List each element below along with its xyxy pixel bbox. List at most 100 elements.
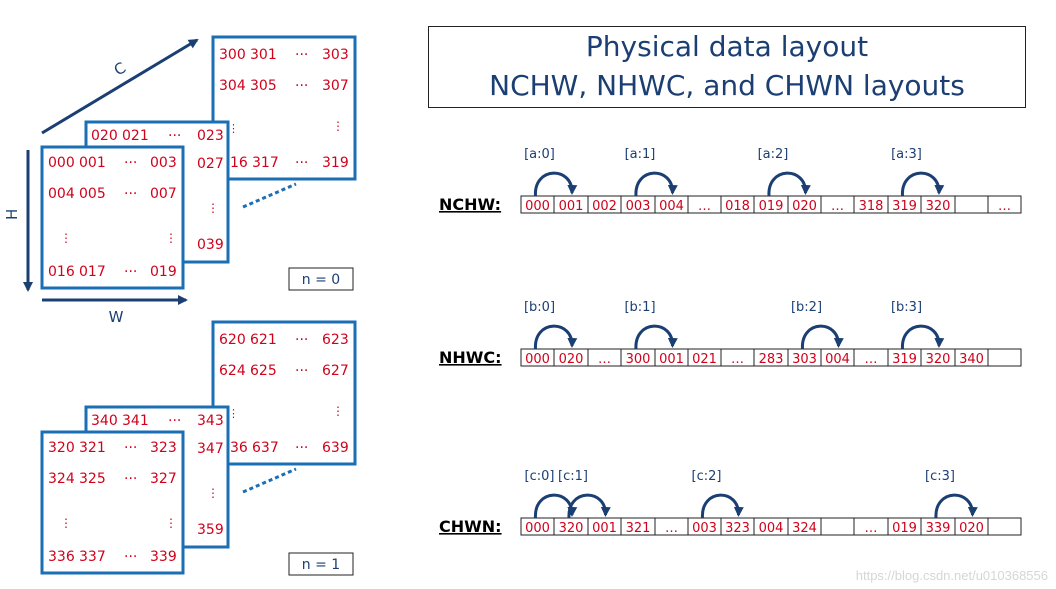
memory-cell (954, 195, 989, 214)
back-cell: 623 (322, 332, 349, 348)
memory-cell-value: 303 (792, 352, 817, 367)
jump-label: [c:3] (925, 469, 955, 484)
back-cell: 620 (219, 332, 246, 348)
front-vdots: ⋮ (165, 516, 177, 530)
front-cell: ··· (124, 186, 137, 202)
jump-label: [a:3] (891, 147, 922, 162)
mid-cell: 020 (91, 128, 118, 144)
memory-cell-value: 000 (525, 352, 550, 367)
back-cell: 305 (250, 78, 277, 94)
jump-arrow (533, 171, 578, 197)
back-cell: 624 (219, 363, 246, 379)
front-cell: 327 (150, 471, 177, 487)
jump-label: [a:2] (758, 147, 789, 162)
memory-cell-value: 020 (792, 199, 817, 214)
memory-cell (987, 348, 1022, 367)
memory-cell-value: 339 (926, 521, 951, 536)
memory-cell-value: 019 (759, 199, 784, 214)
jump-arrow (533, 493, 578, 519)
jump-label: [c:0] (525, 469, 555, 484)
h-axis-label: H (3, 209, 21, 220)
memory-cell-value: … (731, 352, 744, 367)
back-cell: 625 (250, 363, 277, 379)
mid-cell: 039 (197, 237, 224, 253)
back-cell: ··· (295, 155, 308, 171)
back-cell: 307 (322, 78, 349, 94)
memory-cell-value: … (998, 199, 1011, 214)
front-cell: 321 (79, 440, 106, 456)
title-line-1: Physical data layout (585, 30, 869, 63)
jump-label: [c:1] (558, 469, 588, 484)
n-label: n = 1 (302, 557, 340, 573)
back-cell: 304 (219, 78, 246, 94)
memory-cell-value: 003 (626, 199, 651, 214)
back-cell: 637 (252, 440, 279, 456)
front-cell: 019 (150, 264, 177, 280)
front-cell: 016 (48, 264, 75, 280)
jump-label: [b:2] (791, 300, 822, 315)
back-square (211, 35, 357, 181)
mid-cell: 341 (122, 413, 149, 429)
memory-cell-value: 323 (725, 521, 750, 536)
jump-arrow (700, 493, 744, 519)
mid-edge-dots: ⋮ (228, 407, 239, 420)
c-axis-arrow (41, 38, 199, 135)
jump-label: [a:1] (625, 147, 656, 162)
row-label: NCHW: (439, 195, 501, 214)
c-axis-label: C (111, 59, 129, 80)
jump-label: [b:1] (624, 300, 655, 315)
front-cell: 336 (48, 549, 75, 565)
front-cell: 323 (150, 440, 177, 456)
mid-vdots: ⋮ (207, 486, 219, 500)
mid-cell: 340 (91, 413, 118, 429)
mid-cell: 359 (197, 522, 224, 538)
front-vdots: ⋮ (60, 231, 72, 245)
back-cell: 319 (322, 155, 349, 171)
front-cell: ··· (124, 549, 137, 565)
memory-cell-value: … (698, 199, 711, 214)
memory-cell-value: 000 (525, 521, 550, 536)
front-cell: 007 (150, 186, 177, 202)
jump-arrow (634, 171, 678, 197)
front-cell: 337 (79, 549, 106, 565)
jump-arrow (800, 324, 844, 350)
memory-cell-value: 020 (959, 521, 984, 536)
n-label-box (288, 552, 354, 576)
memory-cell-value: 300 (626, 352, 651, 367)
memory-cell-value: 021 (692, 352, 717, 367)
front-cell: ··· (124, 440, 137, 456)
mid-vdots: ⋮ (207, 201, 219, 215)
n-label: n = 0 (302, 272, 340, 288)
mid-cell: 343 (197, 413, 224, 429)
front-square (40, 430, 185, 575)
back-cell: ··· (295, 47, 308, 63)
front-cell: ··· (124, 471, 137, 487)
back-vdots: ⋮ (332, 119, 344, 133)
back-vdots: ⋮ (332, 404, 344, 418)
mid-cell: 021 (122, 128, 149, 144)
back-cell: 301 (250, 47, 277, 63)
memory-cell-value: 004 (825, 352, 850, 367)
mid-cell: 347 (197, 441, 224, 457)
jump-arrow (934, 493, 978, 519)
back-cell: 16 (230, 155, 248, 171)
title-box: Physical data layout NCHW, NHWC, and CHW… (428, 26, 1026, 108)
jump-arrow (567, 493, 611, 519)
front-square (40, 145, 185, 290)
memory-cell (820, 517, 855, 536)
jump-arrow (634, 324, 678, 350)
row-label: CHWN: (439, 517, 502, 536)
memory-cell-value: 018 (725, 199, 750, 214)
memory-cell-value: 318 (859, 199, 884, 214)
depth-dashes (242, 182, 297, 209)
memory-cell (987, 195, 1022, 214)
memory-cell-value: 320 (926, 199, 951, 214)
front-cell: 320 (48, 440, 75, 456)
memory-cell (987, 517, 1022, 536)
memory-cell-value: 319 (892, 352, 917, 367)
